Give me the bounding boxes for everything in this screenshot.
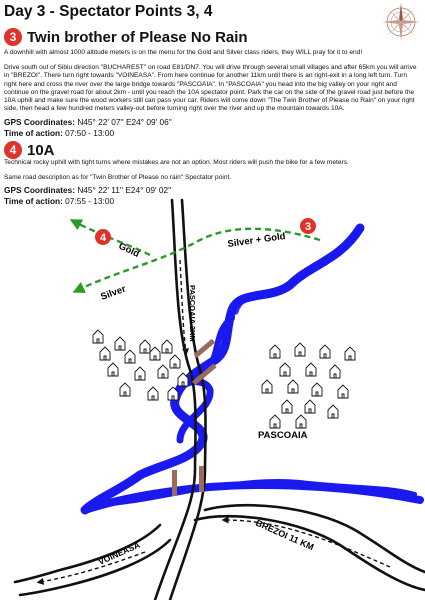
house-icon: [261, 379, 273, 394]
label-silver: Silver: [99, 284, 127, 303]
map-marker-4-label: 4: [100, 232, 107, 244]
map-marker-3-label: 3: [305, 221, 311, 233]
page-title: Day 3 - Spectator Points 3, 4: [4, 3, 213, 20]
point3-number-badge: 3: [4, 28, 22, 46]
compass-rose-icon: [382, 3, 420, 41]
house-icon: [157, 364, 169, 379]
house-icon: [114, 336, 126, 351]
point4-time-value: 07:55 - 13:00: [65, 196, 115, 206]
house-icon: [319, 344, 331, 359]
point3-gps: GPS Coordinates: N45° 22' 07'' E24° 09' …: [4, 117, 172, 127]
point3-time-label: Time of action:: [4, 128, 63, 138]
point3-gps-label: GPS Coordinates:: [4, 117, 75, 127]
house-icon: [337, 384, 349, 399]
house-icon: [161, 339, 173, 354]
point4-number-badge: 4: [4, 141, 22, 159]
house-icon: [177, 372, 189, 387]
point3-time-value: 07:50 - 13:00: [65, 128, 115, 138]
house-icon: [124, 349, 136, 364]
bridges: [172, 338, 217, 496]
point4-heading: 4 10A: [4, 141, 55, 159]
house-icon: [279, 362, 291, 377]
point3-time: Time of action: 07:50 - 13:00: [4, 128, 114, 138]
point4-time-label: Time of action:: [4, 196, 63, 206]
rider-route: [69, 219, 321, 293]
label-village-pascoaia: PASCOAIA: [258, 430, 308, 441]
label-road-pascoaia: PASCOAIA 2KM: [188, 285, 197, 342]
point4-time: Time of action: 07:55 - 13:00: [4, 196, 114, 206]
house-icon: [167, 386, 179, 401]
village-houses: [92, 329, 356, 429]
point3-name: Twin brother of Please No Rain: [27, 28, 248, 46]
house-icon: [305, 362, 317, 377]
house-icon: [327, 404, 339, 419]
point3-heading: 3 Twin brother of Please No Rain: [4, 28, 248, 46]
house-icon: [329, 364, 341, 379]
label-silver-gold: Silver + Gold: [227, 231, 286, 250]
house-icon: [149, 346, 161, 361]
house-icon: [294, 342, 306, 357]
point3-intro: A downhill with almost 1000 altitude met…: [4, 49, 363, 56]
house-icon: [269, 414, 281, 429]
point3-directions: Drive south out of Sibiu direction "BUCH…: [4, 64, 417, 113]
house-icon: [99, 346, 111, 361]
point4-name: 10A: [27, 141, 55, 159]
house-icon: [119, 382, 131, 397]
house-icon: [304, 399, 316, 414]
house-icon: [92, 329, 104, 344]
roads: [13, 198, 425, 600]
point4-intro: Technical rocky uphill with tight turns …: [4, 159, 349, 166]
point4-gps-label: GPS Coordinates:: [4, 185, 75, 195]
road-directions: [36, 259, 391, 585]
point3-gps-value: N45° 22' 07'' E24° 09' 06'': [77, 117, 172, 127]
house-icon: [295, 414, 307, 429]
house-icon: [311, 382, 323, 397]
point4-directions: Same road description as for "Twin Broth…: [4, 174, 232, 181]
house-icon: [169, 354, 181, 369]
house-icon: [269, 344, 281, 359]
house-icon: [281, 399, 293, 414]
route-map: 4 3 Gold Silver Silver + Gold PASCOAIA 2…: [13, 198, 425, 600]
house-icon: [287, 379, 299, 394]
map-marker-4: 4: [95, 229, 111, 245]
point4-gps-value: N45° 22' 11'' E24° 09' 02'': [77, 185, 172, 195]
point4-gps: GPS Coordinates: N45° 22' 11'' E24° 09' …: [4, 185, 171, 195]
label-gold: Gold: [117, 241, 141, 260]
house-icon: [147, 386, 159, 401]
map-marker-3: 3: [300, 218, 316, 234]
house-icon: [107, 362, 119, 377]
house-icon: [139, 339, 151, 354]
river: [80, 223, 424, 515]
house-icon: [134, 366, 146, 381]
house-icon: [344, 346, 356, 361]
